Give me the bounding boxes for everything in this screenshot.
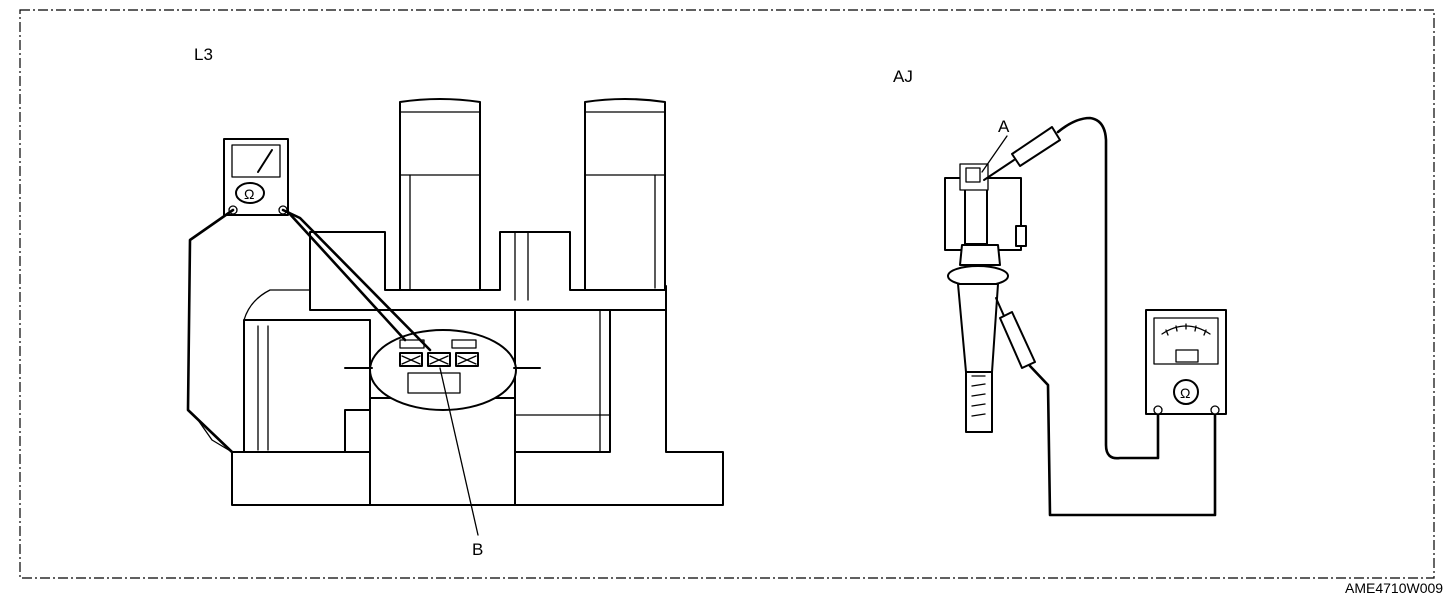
ohm-symbol-right: Ω — [1180, 385, 1190, 401]
panel-aj: AJ A — [893, 67, 1227, 517]
ohm-symbol-left: Ω — [244, 186, 254, 202]
ohmmeter-left: Ω — [223, 138, 289, 216]
ohmmeter-right: Ω — [1145, 309, 1227, 415]
panel-label-aj: AJ — [893, 67, 913, 86]
panel-label-l3: L3 — [194, 45, 213, 64]
probe-b — [995, 297, 1217, 517]
figure-code: AME4710W009 — [1345, 580, 1443, 596]
probe-a — [983, 116, 1160, 460]
coil-on-plug-illustration — [944, 163, 1027, 433]
callout-b-leader — [439, 367, 479, 536]
figure-frame — [19, 9, 1435, 579]
callout-a-leader — [981, 135, 1008, 173]
panel-l3: L3 — [186, 45, 724, 559]
callout-a: A — [998, 117, 1010, 136]
test-lead-left-1 — [186, 208, 235, 454]
coil-pack-illustration — [197, 98, 724, 506]
callout-b: B — [472, 540, 483, 559]
test-lead-left-3 — [286, 210, 407, 342]
